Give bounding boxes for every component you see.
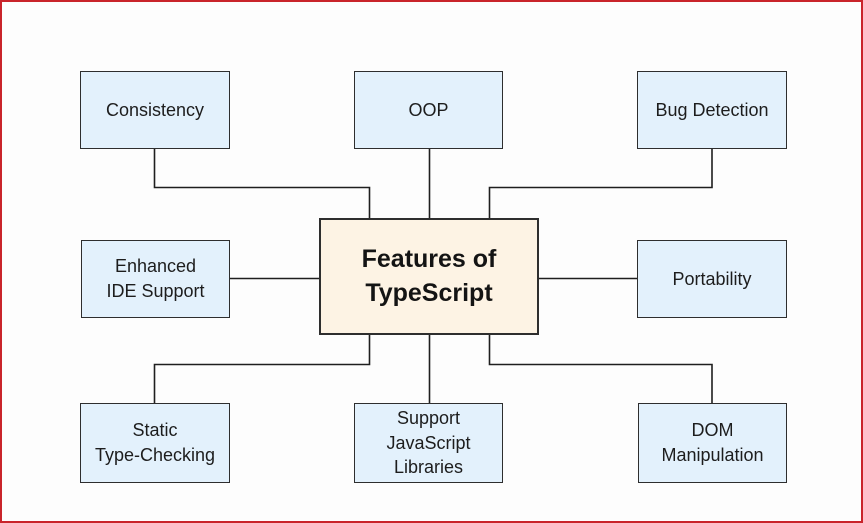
node-dom-manipulation-label: DOM Manipulation [661, 420, 764, 465]
node-bug-detection-label: Bug Detection [655, 99, 769, 120]
node-portability: Portability [637, 240, 787, 318]
node-oop: OOP [354, 71, 503, 149]
connector-bug-detection [488, 149, 713, 218]
connector-dom-manipulation [488, 335, 713, 403]
node-static-type-checking: Static Type-Checking [80, 403, 230, 483]
node-static-type-checking-label: Static Type-Checking [94, 420, 216, 465]
node-portability-label: Portability [672, 268, 752, 289]
node-bug-detection: Bug Detection [637, 71, 787, 149]
node-enhanced-ide-support: Enhanced IDE Support [81, 240, 230, 318]
node-consistency: Consistency [80, 71, 230, 149]
node-dom-manipulation: DOM Manipulation [638, 403, 787, 483]
node-oop-label: OOP [408, 99, 449, 120]
connector-static-type-checking [153, 335, 371, 403]
node-support-javascript-libraries-label: Support JavaScript Libraries [386, 407, 471, 478]
node-enhanced-ide-support-label: Enhanced IDE Support [106, 256, 205, 301]
node-consistency-label: Consistency [105, 99, 205, 120]
connector-consistency [153, 149, 371, 218]
node-support-javascript-libraries: Support JavaScript Libraries [354, 403, 503, 483]
center-title: Features of TypeScript [361, 244, 497, 307]
node-features-of-typescript: Features of TypeScript [319, 218, 539, 335]
